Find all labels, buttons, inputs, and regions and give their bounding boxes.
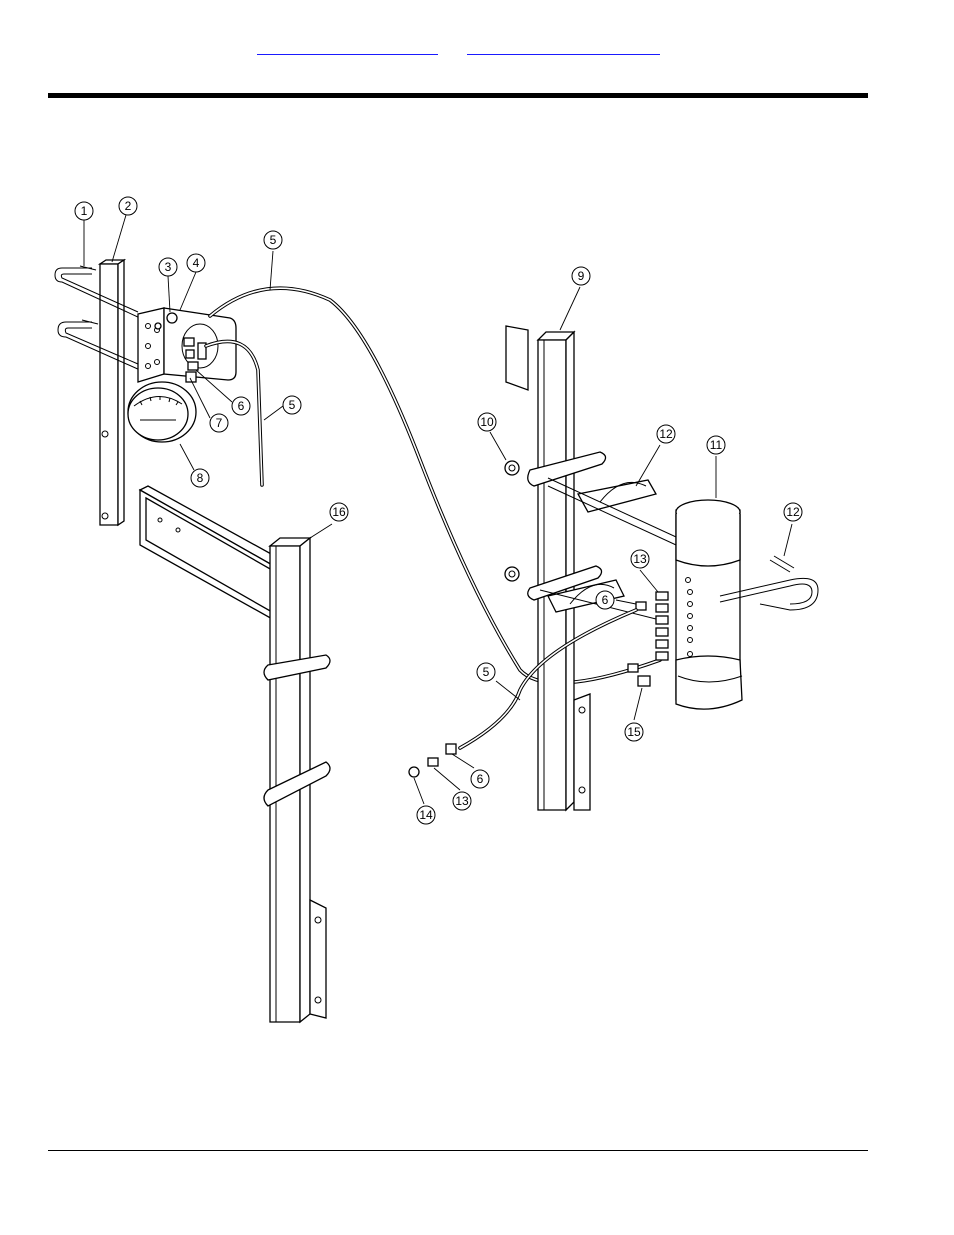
svg-text:5: 5 [270, 233, 277, 247]
boom-mount [140, 486, 330, 1022]
pressure-gauge [128, 382, 196, 442]
callout-12a: 12 [657, 425, 675, 443]
svg-text:11: 11 [710, 438, 723, 452]
svg-text:2: 2 [125, 199, 132, 213]
svg-text:13: 13 [455, 794, 469, 808]
fitting-stack [628, 592, 668, 686]
svg-text:8: 8 [197, 471, 204, 485]
callout-13a: 13 [631, 550, 649, 568]
svg-text:12: 12 [786, 505, 800, 519]
svg-text:9: 9 [578, 269, 585, 283]
callout-4: 4 [187, 254, 205, 272]
callout-6c: 6 [471, 770, 489, 788]
svg-text:12: 12 [659, 427, 673, 441]
svg-text:6: 6 [238, 399, 245, 413]
callout-6a: 6 [232, 397, 250, 415]
svg-text:6: 6 [602, 593, 609, 607]
callout-8: 8 [191, 469, 209, 487]
callout-13b: 13 [453, 792, 471, 810]
callout-5b: 5 [283, 396, 301, 414]
svg-text:15: 15 [627, 725, 641, 739]
callout-2: 2 [119, 197, 137, 215]
svg-text:1: 1 [81, 204, 88, 218]
svg-text:16: 16 [332, 505, 346, 519]
svg-text:4: 4 [193, 256, 200, 270]
svg-text:14: 14 [419, 808, 433, 822]
svg-text:6: 6 [477, 772, 484, 786]
svg-text:5: 5 [289, 398, 296, 412]
mount-tube [100, 260, 124, 525]
callout-3: 3 [159, 258, 177, 276]
u-bolts [55, 266, 140, 370]
svg-text:10: 10 [480, 415, 494, 429]
distribution-hub [676, 500, 742, 709]
callout-5a: 5 [264, 231, 282, 249]
hose-end-fittings [409, 744, 456, 777]
callout-10: 10 [478, 413, 496, 431]
svg-text:13: 13 [633, 552, 647, 566]
hub-mount [506, 326, 590, 810]
callout-9: 9 [572, 267, 590, 285]
callout-1: 1 [75, 202, 93, 220]
callout-12b: 12 [784, 503, 802, 521]
callout-16: 16 [330, 503, 348, 521]
callout-11: 11 [707, 436, 725, 454]
svg-text:7: 7 [216, 416, 223, 430]
callout-15: 15 [625, 723, 643, 741]
svg-text:3: 3 [165, 260, 172, 274]
callout-6b: 6 [596, 591, 614, 609]
callout-5c: 5 [477, 663, 495, 681]
callout-14: 14 [417, 806, 435, 824]
callout-7: 7 [210, 414, 228, 432]
svg-text:5: 5 [483, 665, 490, 679]
